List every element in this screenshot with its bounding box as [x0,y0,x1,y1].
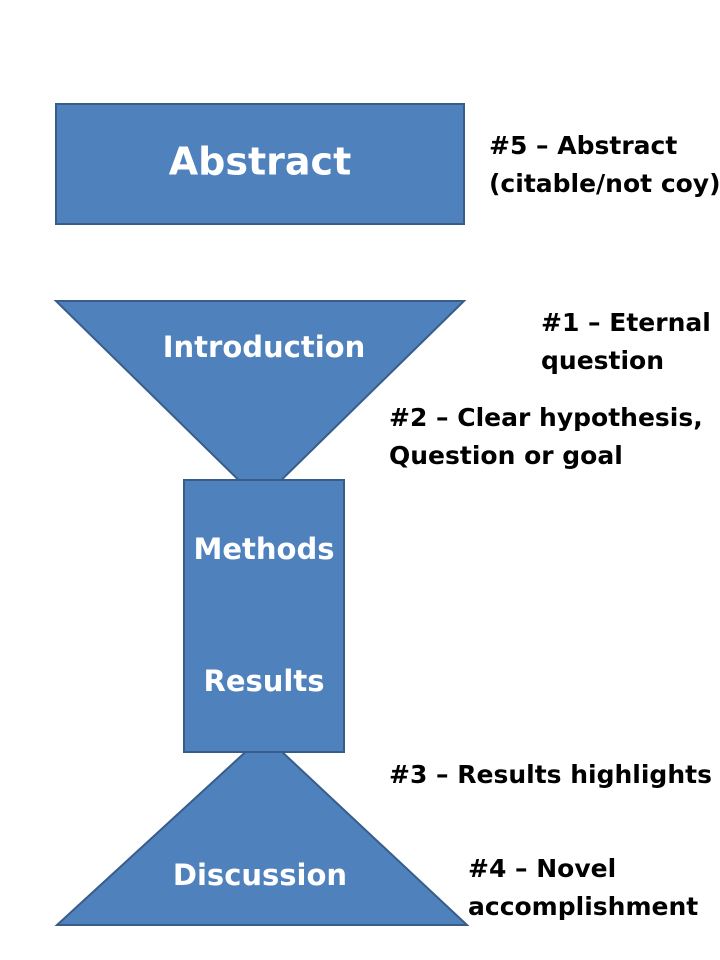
introduction-funnel [53,300,467,503]
discussion-funnel [54,733,470,926]
results-label: Results [204,664,325,698]
abstract-note: #5 – Abstract (citable/not coy) [489,127,720,203]
introduction-label: Introduction [163,330,366,364]
results-highlights-note: #3 – Results highlights [389,756,712,794]
abstract-note-line2: (citable/not coy) [489,169,720,198]
eternal-question-note: #1 – Eternal question [541,304,711,380]
hypothesis-line1: #2 – Clear hypothesis, [389,403,703,432]
abstract-box [55,103,465,225]
abstract-label: Abstract [169,140,351,184]
eternal-question-line2: question [541,346,665,375]
methods-results-box [183,479,345,753]
results-highlights-line1: #3 – Results highlights [389,760,712,789]
abstract-note-line1: #5 – Abstract [489,131,678,160]
novel-accomplishment-line1: #4 – Novel [468,854,617,883]
hypothesis-note: #2 – Clear hypothesis, Question or goal [389,399,703,475]
discussion-label: Discussion [173,858,347,892]
novel-accomplishment-line2: accomplishment [468,892,699,921]
hypothesis-line2: Question or goal [389,441,623,470]
novel-accomplishment-note: #4 – Novel accomplishment [468,850,698,926]
eternal-question-line1: #1 – Eternal [541,308,711,337]
methods-label: Methods [194,532,335,566]
